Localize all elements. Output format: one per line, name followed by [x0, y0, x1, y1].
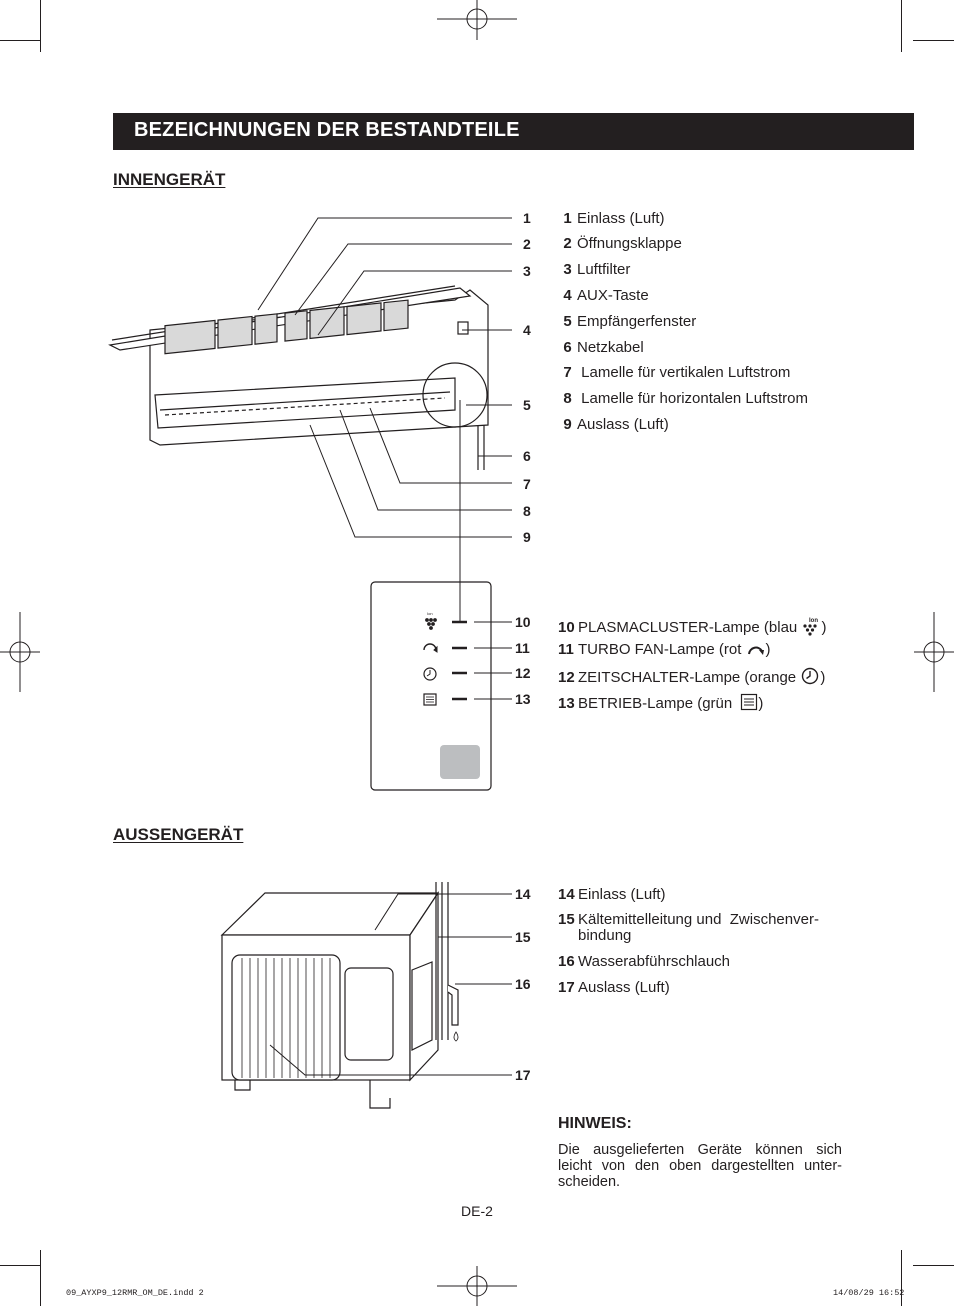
turbo-fan-icon	[747, 646, 764, 655]
svg-text:Ion: Ion	[809, 618, 818, 624]
list-item: 8 Lamelle für horizontalen Luftstrom	[563, 390, 808, 407]
panel-icons	[423, 618, 438, 706]
callout-number: 11	[515, 640, 530, 656]
section-title-bar: BEZEICHNUNGEN DER BESTANDTEILE	[113, 113, 914, 150]
registration-mark-bottom	[437, 1266, 517, 1306]
registration-mark-top	[437, 0, 517, 40]
callout-number: 10	[515, 614, 531, 630]
indoor-leader-lines	[257, 217, 512, 622]
control-panel-drawing	[370, 581, 512, 791]
callout-number: 15	[515, 929, 531, 945]
callout-number: 2	[523, 236, 531, 252]
plasmacluster-icon: Ion	[803, 618, 819, 636]
callout-number: 3	[523, 263, 531, 279]
callout-number: 8	[523, 503, 531, 519]
footer-timestamp: 14/08/29 16:52	[833, 1288, 905, 1298]
callout-number: 14	[515, 886, 531, 902]
footer-filename: 09_AYXP9_12RMR_OM_DE.indd 2	[66, 1288, 204, 1298]
callout-number: 5	[523, 397, 531, 413]
callout-number: 16	[515, 976, 531, 992]
operation-icon	[741, 693, 758, 711]
outdoor-leader-lines	[269, 893, 512, 1076]
callout-number: 1	[523, 210, 531, 226]
callout-number: 6	[523, 448, 531, 464]
callout-number: 12	[515, 665, 531, 681]
callout-number: 9	[523, 529, 531, 545]
note-text: Die ausgelieferten Geräte können sich le…	[558, 1142, 842, 1190]
callout-number: 4	[523, 322, 531, 338]
registration-mark-left	[0, 612, 40, 692]
ion-label: Ion	[427, 611, 433, 616]
page-number: DE-2	[461, 1203, 493, 1219]
registration-mark-right	[914, 612, 954, 692]
callout-number: 13	[515, 691, 531, 707]
outdoor-unit-drawing	[220, 882, 459, 1109]
callout-number: 17	[515, 1067, 531, 1083]
callout-number: 7	[523, 476, 531, 492]
timer-icon	[802, 667, 819, 685]
list-item: 7 Lamelle für vertikalen Luftstrom	[563, 364, 791, 381]
indoor-unit-drawing	[108, 285, 489, 470]
note-heading: HINWEIS:	[558, 1115, 632, 1132]
indoor-heading: INNENGERÄT	[113, 170, 226, 189]
outdoor-heading: AUSSENGERÄT	[113, 825, 244, 844]
page-title: BEZEICHNUNGEN DER BESTANDTEILE	[134, 119, 520, 141]
